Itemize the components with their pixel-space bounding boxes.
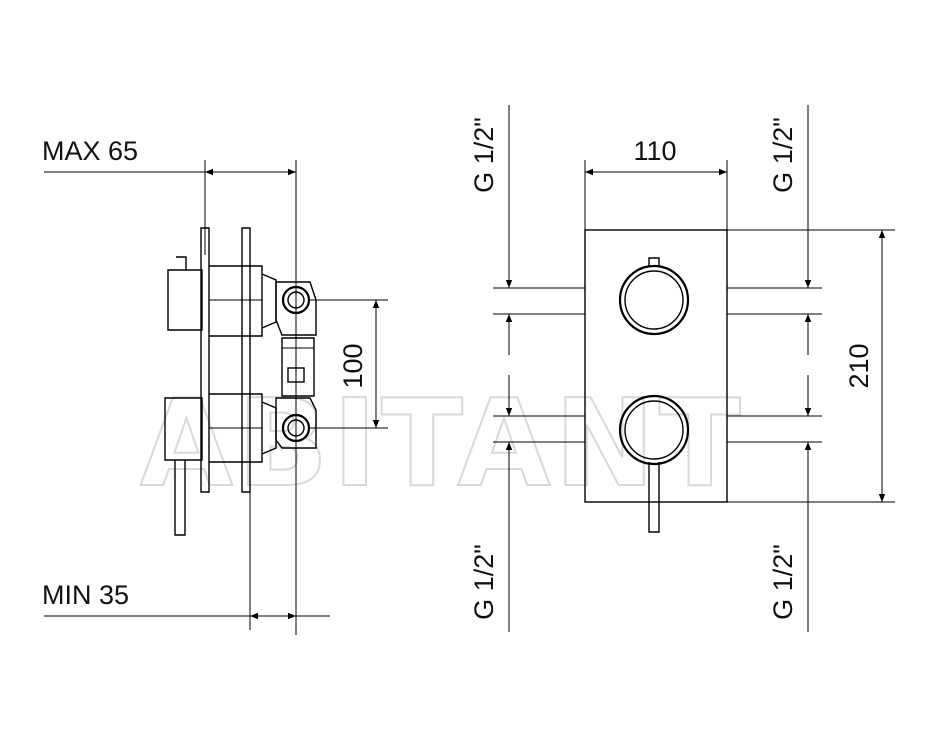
lower-knob <box>164 397 203 461</box>
max-depth-label: MAX 65 <box>42 136 138 166</box>
middle-body <box>281 337 315 397</box>
lower-lever <box>648 462 660 533</box>
front-plate <box>200 227 210 493</box>
width-label: 110 <box>633 136 676 166</box>
thread-label-top-left: G 1/2" <box>469 117 499 193</box>
lower-lever <box>174 460 186 536</box>
height-label: 210 <box>844 343 874 388</box>
middle-port <box>287 367 305 383</box>
lower-outlet-outer <box>281 413 311 443</box>
thread-label-top-right: G 1/2" <box>768 117 798 193</box>
thread-label-bottom-right: G 1/2" <box>768 544 798 620</box>
thread-label-bottom-left: G 1/2" <box>469 544 499 620</box>
cover-plate <box>584 229 728 503</box>
front-view: 110 210 <box>469 105 895 632</box>
lower-outlet-inner <box>287 419 305 437</box>
lower-handle-outer <box>618 394 690 466</box>
upper-body <box>275 281 317 336</box>
upper-cartridge-neck <box>261 273 277 329</box>
upper-handle-tab <box>648 257 660 266</box>
back-plate <box>241 227 251 493</box>
upper-knob <box>167 269 203 331</box>
min-depth-label: MIN 35 <box>42 580 129 610</box>
upper-handle-outer <box>618 264 690 336</box>
lower-handle-inner <box>624 400 684 460</box>
upper-cartridge <box>209 265 263 337</box>
lower-cartridge-neck <box>261 401 277 455</box>
upper-handle-inner <box>624 270 684 330</box>
upper-knob-tab <box>176 256 187 270</box>
upper-outlet-inner <box>287 291 305 309</box>
side-view: MAX 65 MIN 35 <box>42 136 388 635</box>
spacing-label: 100 <box>338 343 368 388</box>
upper-outlet-outer <box>281 285 311 315</box>
